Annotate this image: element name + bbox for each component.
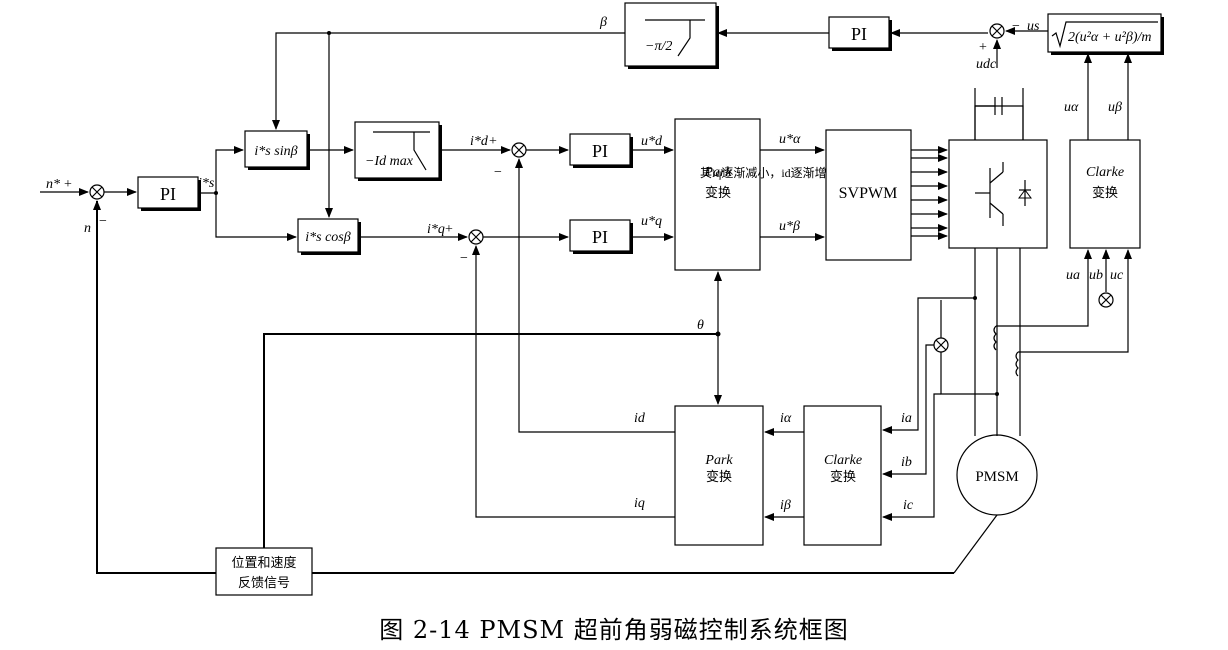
wires bbox=[40, 27, 1132, 574]
sum-uabc bbox=[1098, 292, 1114, 308]
label-id: id bbox=[634, 411, 646, 426]
label-ic: ic bbox=[903, 498, 914, 513]
is-cos-beta-label: i*s cosβ bbox=[305, 230, 351, 245]
label-uq-ref: u*q bbox=[641, 214, 662, 229]
id-max-limiter-label: −Id max bbox=[365, 154, 414, 169]
label-n-ref: n* bbox=[46, 177, 60, 192]
label-plus-d: + bbox=[489, 134, 497, 149]
label-ubeta-ref: u*β bbox=[779, 219, 800, 234]
pi-q-block: PI bbox=[569, 219, 633, 254]
sqrt-block: 2(u²α + u²β)/m bbox=[1047, 13, 1164, 55]
beta-limiter-label: −π/2 bbox=[645, 39, 672, 54]
pi-d-label: PI bbox=[592, 141, 608, 161]
clarke-top-sub-label: 变换 bbox=[1092, 185, 1118, 201]
sum-speed bbox=[89, 184, 105, 200]
pmsm-label: PMSM bbox=[975, 469, 1018, 485]
sum-field bbox=[989, 23, 1005, 39]
clarke-top-label: Clarke bbox=[1086, 165, 1124, 180]
label-theta: θ bbox=[697, 318, 704, 333]
label-plus-q: + bbox=[445, 222, 453, 237]
feedback-label-line1: 位置和速度 bbox=[231, 555, 296, 571]
park-sub-label: 变换 bbox=[706, 469, 732, 485]
label-ua: ua bbox=[1066, 268, 1080, 283]
pi-speed-label: PI bbox=[160, 184, 176, 204]
id-max-limiter-block: −Id max bbox=[354, 121, 442, 181]
label-minus-field: − bbox=[1012, 19, 1020, 34]
label-uc: uc bbox=[1110, 268, 1124, 283]
label-minus-speed: − bbox=[99, 214, 107, 229]
is-sin-beta-label: i*s sinβ bbox=[254, 144, 297, 159]
label-us: us bbox=[1027, 19, 1040, 34]
figure-caption: 图 2-14 PMSM 超前角弱磁控制系统框图 bbox=[379, 616, 849, 644]
sum-q bbox=[468, 229, 484, 245]
sqrt-expression: 2(u²α + u²β)/m bbox=[1068, 30, 1152, 45]
park-block: Park 变换 bbox=[674, 405, 764, 546]
label-ualpha-ref: u*α bbox=[779, 132, 801, 147]
sum-d bbox=[511, 142, 527, 158]
label-minus-q: − bbox=[460, 251, 468, 266]
beta-limiter-block: −π/2 bbox=[624, 2, 719, 69]
is-cos-beta-block: i*s cosβ bbox=[297, 218, 361, 255]
label-n: n bbox=[84, 221, 91, 236]
svpwm-label: SVPWM bbox=[839, 185, 898, 202]
label-plus-speed: + bbox=[64, 177, 72, 192]
feedback-signal-block: 位置和速度 反馈信号 bbox=[215, 547, 313, 596]
label-ibeta: iβ bbox=[780, 498, 791, 513]
label-is-ref: i*s bbox=[198, 176, 215, 191]
pmsm-motor: PMSM bbox=[956, 434, 1038, 516]
label-ia: ia bbox=[901, 411, 912, 426]
label-ub: ub bbox=[1089, 268, 1103, 283]
clarke-top-block: Clarke 变换 bbox=[1069, 139, 1141, 249]
feedback-label-line2: 反馈信号 bbox=[238, 576, 290, 591]
pi-field-block: PI bbox=[828, 16, 892, 51]
label-id-ref: i*d bbox=[470, 134, 489, 149]
pi-field-label: PI bbox=[851, 24, 867, 44]
inverse-park-label: Park bbox=[703, 165, 732, 180]
clarke-label: Clarke bbox=[824, 453, 862, 468]
pi-q-label: PI bbox=[592, 227, 608, 247]
sum-iabc bbox=[933, 337, 949, 353]
label-iq-ref: i*q bbox=[427, 222, 445, 237]
is-sin-beta-block: i*s sinβ bbox=[244, 130, 310, 170]
label-ib: ib bbox=[901, 455, 912, 470]
inverse-park-sub-label: 变换 bbox=[705, 185, 731, 201]
label-ud-ref: u*d bbox=[641, 134, 663, 149]
label-ialpha: iα bbox=[780, 411, 792, 426]
annotation-text: 其iq逐渐减小，id逐渐增 bbox=[700, 166, 827, 180]
signal-labels: n* + n − i*s i*d + − i*q + − u*d u*q u*α… bbox=[46, 15, 1124, 513]
label-minus-d: − bbox=[494, 165, 502, 180]
svpwm-block bbox=[825, 129, 912, 261]
label-iq: iq bbox=[634, 496, 645, 511]
label-ubeta: uβ bbox=[1108, 100, 1122, 115]
label-beta: β bbox=[599, 15, 607, 30]
pi-speed-block: PI bbox=[137, 176, 201, 211]
clarke-block: Clarke 变换 bbox=[803, 405, 882, 546]
pi-d-block: PI bbox=[569, 133, 633, 168]
clarke-sub-label: 变换 bbox=[830, 469, 856, 485]
label-ualpha: uα bbox=[1064, 100, 1079, 115]
inverse-park-block: Park 变换 bbox=[674, 118, 761, 271]
label-plus-field: + bbox=[979, 40, 987, 55]
park-label: Park bbox=[704, 453, 733, 468]
label-udc: udc bbox=[976, 57, 997, 72]
inverter-block bbox=[948, 139, 1048, 249]
